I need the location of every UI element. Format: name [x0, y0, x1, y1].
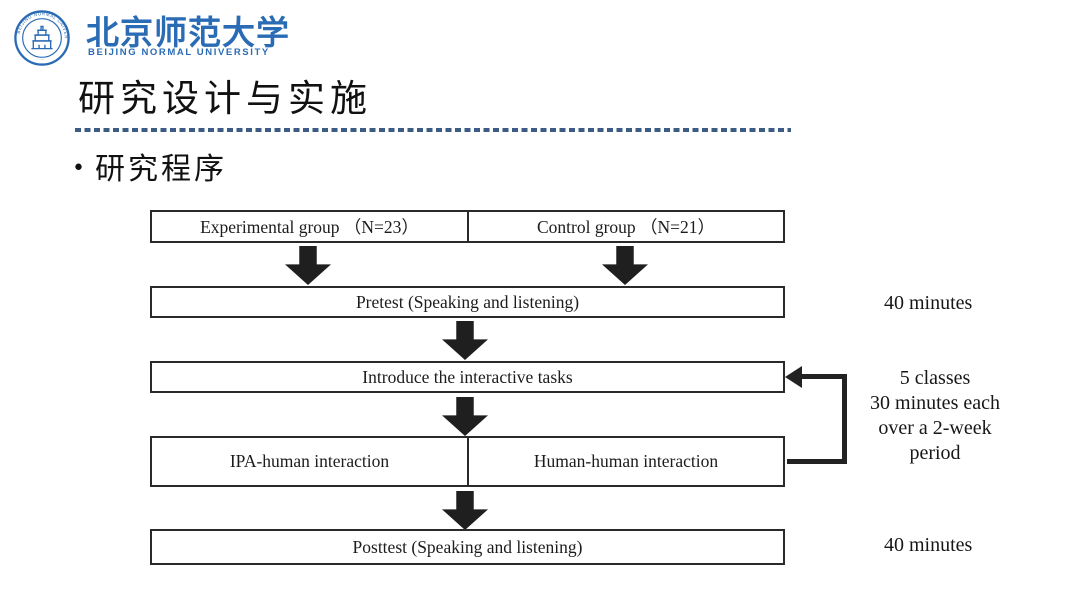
human-human-interaction-box: Human-human interaction — [533, 451, 719, 471]
university-name-zh: 北京师范大学 — [86, 13, 290, 52]
bullet-text: 研究程序 — [94, 152, 227, 187]
posttest-duration-label: 40 minutes — [884, 534, 973, 556]
experimental-group-box: Experimental group （N=23） — [152, 212, 469, 241]
loop-schedule-label: 5 classes 30 minutes each over a 2-week … — [843, 366, 1027, 466]
seal-year: ···· — [39, 58, 44, 62]
university-name-en: BEIJING NORMAL UNIVERSITY — [88, 47, 270, 58]
ipa-human-interaction-box: IPA-human interaction — [152, 438, 469, 485]
loop-arrow-bottom-segment — [787, 459, 847, 464]
loop-line-3: over a 2-week — [878, 417, 992, 439]
interaction-row: IPA-human interaction Human-human intera… — [150, 436, 785, 487]
loop-arrow-top-segment — [799, 374, 847, 379]
down-arrow-icon — [442, 397, 488, 436]
loop-line-4: period — [909, 442, 961, 464]
dashed-divider — [75, 128, 791, 132]
introduce-tasks-box: Introduce the interactive tasks — [150, 361, 785, 393]
slide-title: 研究设计与实施 — [78, 77, 372, 120]
posttest-box: Posttest (Speaking and listening) — [150, 529, 785, 565]
loop-line-1: 5 classes — [899, 367, 971, 389]
pretest-box: Pretest (Speaking and listening) — [150, 286, 785, 318]
groups-row: Experimental group （N=23） Control group … — [150, 210, 785, 243]
control-group-box: Control group （N=21） — [536, 217, 716, 237]
loop-line-2: 30 minutes each — [870, 392, 1000, 414]
pretest-duration-label: 40 minutes — [884, 292, 973, 314]
loop-arrow-vertical-segment — [842, 374, 847, 464]
down-arrow-icon — [602, 246, 648, 285]
down-arrow-icon — [442, 321, 488, 360]
bullet-line: • 研究程序 — [72, 144, 227, 188]
university-seal-icon: BEIJING NORMAL UNIVERSITY ···· — [13, 9, 70, 66]
down-arrow-icon — [285, 246, 331, 285]
down-arrow-icon — [442, 491, 488, 530]
bullet-marker: • — [72, 156, 85, 181]
seal-building-glyph — [31, 25, 53, 50]
loop-arrowhead-icon — [785, 366, 802, 388]
